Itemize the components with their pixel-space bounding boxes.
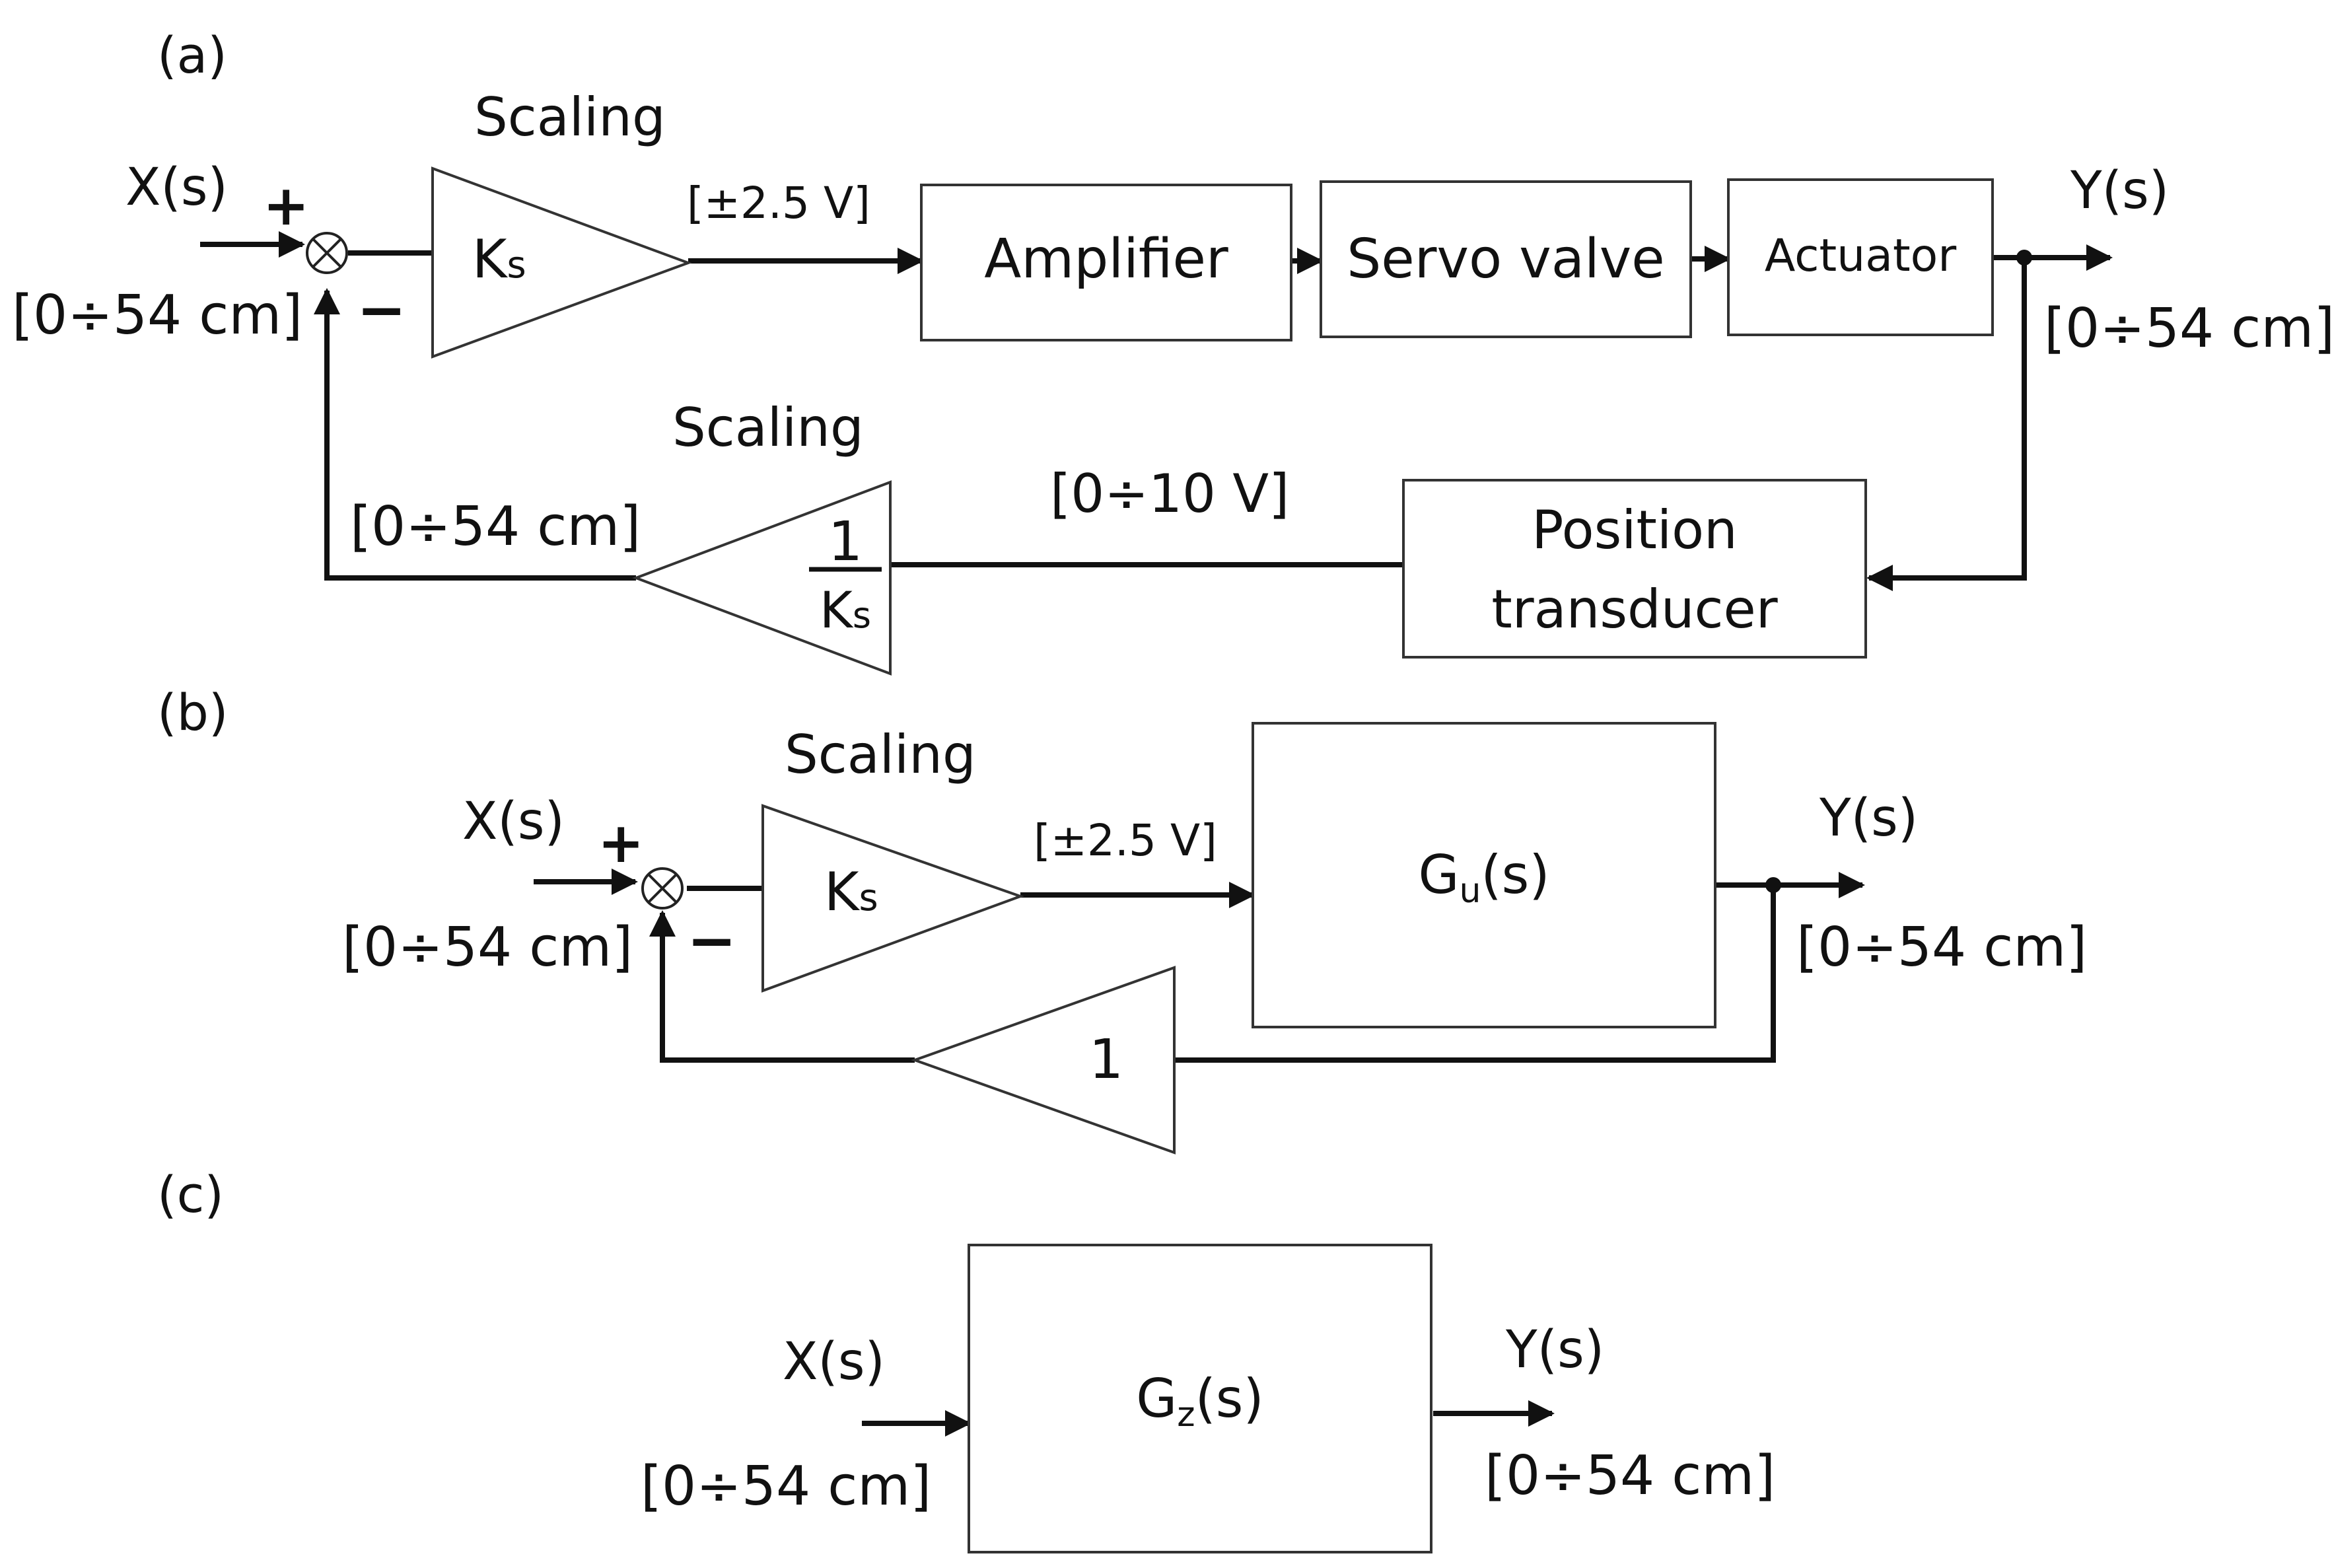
a-amplifier-block bbox=[920, 184, 1292, 341]
a-voltage-label: [±2.5 V] bbox=[687, 178, 870, 229]
b-gain-ks bbox=[761, 804, 1024, 993]
a-scaling-label-bottom: Scaling bbox=[672, 397, 864, 458]
a-actuator-label: Actuator bbox=[1765, 230, 1956, 282]
b-plus-sign: + bbox=[598, 810, 644, 875]
a-summing-junction bbox=[306, 232, 348, 274]
a-input-range: [0÷54 cm] bbox=[12, 284, 302, 347]
b-output-feedback-wire bbox=[1174, 885, 1776, 1063]
a-scaling-label-top: Scaling bbox=[474, 87, 666, 148]
a-amplifier-label: Amplifier bbox=[984, 228, 1228, 291]
a-plus-sign: + bbox=[263, 173, 309, 238]
b-plant-label: Gu(s) bbox=[1418, 844, 1549, 911]
a-input-label: X(s) bbox=[125, 158, 228, 217]
c-input-label: X(s) bbox=[783, 1332, 885, 1392]
b-input-label: X(s) bbox=[462, 792, 565, 851]
b-input-range: [0÷54 cm] bbox=[342, 916, 633, 979]
panel-b: (b) + − X(s) [0÷54 cm] Y(s) [0÷54 cm] Sc… bbox=[157, 683, 2087, 1155]
a-gain-ks-label: Ks bbox=[472, 229, 526, 290]
panel-a-tag: (a) bbox=[157, 26, 227, 85]
a-gain-ks bbox=[431, 166, 692, 359]
b-feedback-gain-label: 1 bbox=[1089, 1028, 1123, 1091]
a-transducer-voltage-label: [0÷10 V] bbox=[1050, 463, 1289, 524]
a-gain-inverse-numerator: 1 bbox=[828, 511, 863, 573]
a-takeoff-dot bbox=[2016, 250, 2032, 266]
a-actuator-block bbox=[1727, 178, 1994, 336]
a-transducer-line2: transducer bbox=[1491, 579, 1777, 640]
panel-b-tag: (b) bbox=[157, 683, 229, 742]
panel-a: (a) + − X(s) [0÷54 cm] Y(s) [0÷54 cm] Sc… bbox=[12, 26, 2332, 676]
b-feedback-gain bbox=[911, 966, 1176, 1155]
a-feedback-wire bbox=[314, 288, 636, 581]
c-plant-block bbox=[968, 1244, 1432, 1553]
a-output-to-transducer-wire bbox=[1866, 258, 2027, 591]
b-output-range: [0÷54 cm] bbox=[1796, 916, 2087, 979]
a-feedback-range: [0÷54 cm] bbox=[350, 495, 641, 558]
a-position-transducer-block bbox=[1402, 479, 1867, 659]
panel-c: (c) Gz(s) X(s) [0÷54 cm] Y(s) [0÷54 cm] bbox=[157, 1165, 1775, 1553]
c-output-label: Y(s) bbox=[1505, 1320, 1604, 1380]
a-transducer-line1: Position bbox=[1532, 499, 1737, 561]
b-minus-sign: − bbox=[687, 906, 736, 976]
b-scaling-label: Scaling bbox=[785, 724, 976, 785]
a-servo-valve-label: Servo valve bbox=[1347, 228, 1665, 291]
b-feedback-wire bbox=[649, 910, 915, 1063]
c-output-range: [0÷54 cm] bbox=[1485, 1444, 1775, 1507]
a-output-range: [0÷54 cm] bbox=[2044, 297, 2332, 360]
c-plant-label: Gz(s) bbox=[1136, 1368, 1263, 1435]
b-takeoff-dot bbox=[1765, 877, 1781, 893]
panel-c-tag: (c) bbox=[157, 1165, 224, 1224]
c-input-range: [0÷54 cm] bbox=[641, 1455, 931, 1518]
a-gain-inverse-ks bbox=[632, 480, 892, 676]
b-summing-junction bbox=[641, 867, 684, 909]
b-voltage-label: [±2.5 V] bbox=[1034, 815, 1217, 866]
b-gain-ks-label: Ks bbox=[824, 861, 878, 923]
a-servo-valve-block bbox=[1320, 180, 1692, 338]
b-plant-block bbox=[1252, 722, 1716, 1028]
a-output-label: Y(s) bbox=[2070, 161, 2169, 221]
a-gain-inverse-denominator: Ks bbox=[820, 581, 871, 639]
b-output-label: Y(s) bbox=[1819, 789, 1918, 848]
a-minus-sign: − bbox=[357, 275, 406, 345]
